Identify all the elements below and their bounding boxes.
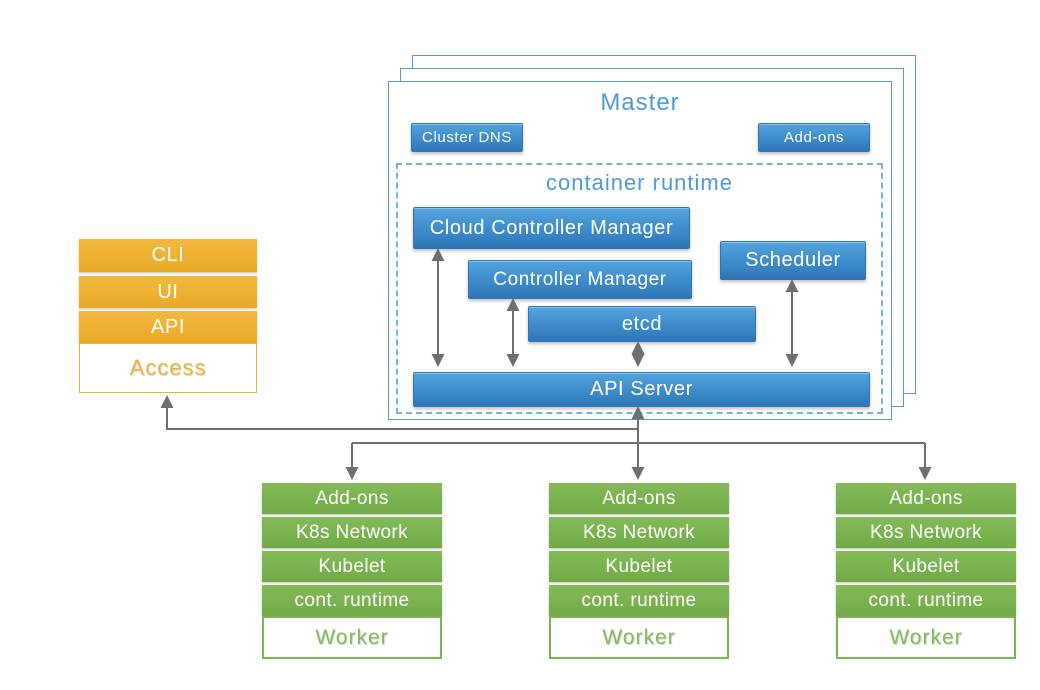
- worker-node-2: Add-ons K8s Network Kubelet cont. runtim…: [549, 483, 729, 659]
- worker3-k8s-network-box: K8s Network: [836, 517, 1016, 548]
- worker2-addons-box: Add-ons: [549, 483, 729, 514]
- cloud-controller-manager-box: Cloud Controller Manager: [413, 207, 690, 249]
- access-label: Access: [79, 343, 257, 393]
- worker-node-3: Add-ons K8s Network Kubelet cont. runtim…: [836, 483, 1016, 659]
- worker2-container-runtime-box: cont. runtime: [549, 585, 729, 616]
- worker3-container-runtime-box: cont. runtime: [836, 585, 1016, 616]
- api-server-box: API Server: [413, 372, 870, 407]
- cli-box: CLI: [79, 239, 257, 272]
- worker-node-1: Add-ons K8s Network Kubelet cont. runtim…: [262, 483, 442, 659]
- worker3-label: Worker: [836, 616, 1016, 659]
- master-node-box: Master Cluster DNS Add-ons container run…: [388, 81, 892, 420]
- worker3-addons-box: Add-ons: [836, 483, 1016, 514]
- scheduler-box: Scheduler: [720, 241, 866, 280]
- etcd-box: etcd: [528, 306, 756, 342]
- container-runtime-group: container runtime Cloud Controller Manag…: [396, 163, 883, 414]
- api-box: API: [79, 311, 257, 343]
- worker2-k8s-network-box: K8s Network: [549, 517, 729, 548]
- ui-box: UI: [79, 276, 257, 308]
- worker2-label: Worker: [549, 616, 729, 659]
- access-stack: CLI UI API Access: [79, 239, 257, 393]
- worker1-kubelet-box: Kubelet: [262, 551, 442, 582]
- cluster-dns-box: Cluster DNS: [411, 123, 523, 152]
- container-runtime-title: container runtime: [546, 170, 733, 195]
- worker1-label: Worker: [262, 616, 442, 659]
- worker1-k8s-network-box: K8s Network: [262, 517, 442, 548]
- worker2-kubelet-box: Kubelet: [549, 551, 729, 582]
- master-addons-box: Add-ons: [758, 123, 870, 152]
- controller-manager-box: Controller Manager: [468, 260, 692, 299]
- worker1-container-runtime-box: cont. runtime: [262, 585, 442, 616]
- master-title: Master: [600, 89, 680, 116]
- worker1-addons-box: Add-ons: [262, 483, 442, 514]
- worker3-kubelet-box: Kubelet: [836, 551, 1016, 582]
